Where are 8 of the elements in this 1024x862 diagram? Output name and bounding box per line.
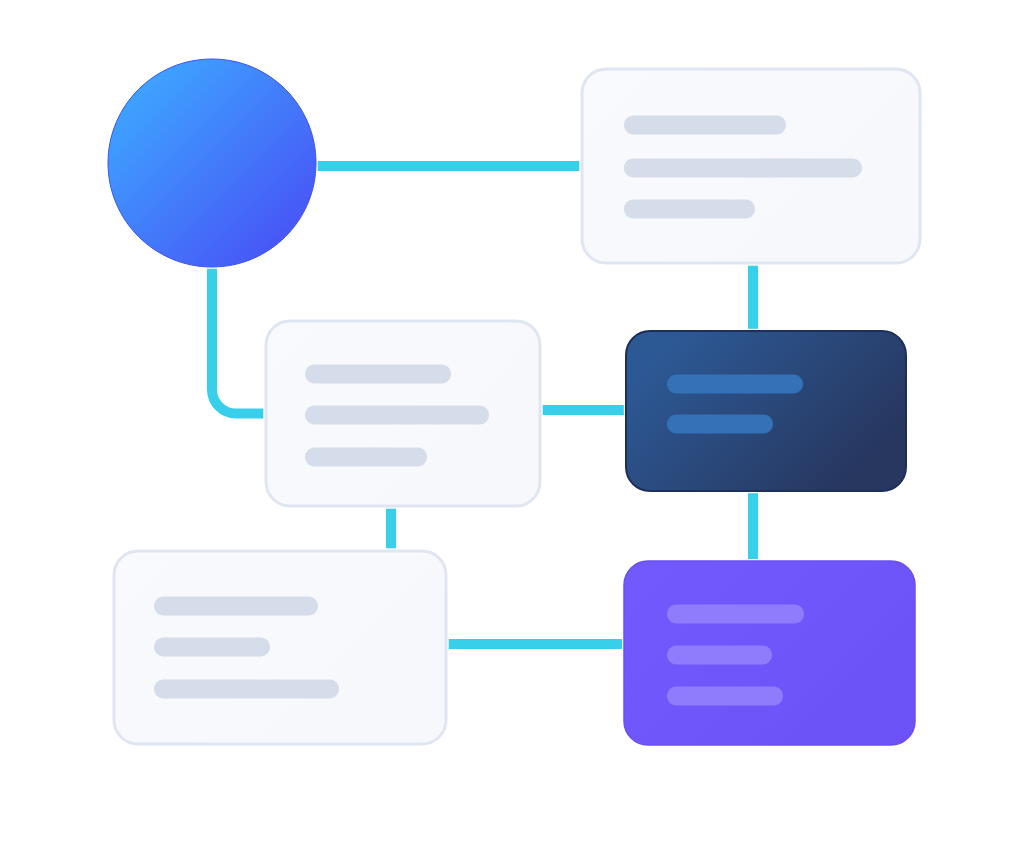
connector-line bbox=[748, 493, 758, 560]
connector-line bbox=[317, 161, 580, 171]
connector-line bbox=[207, 268, 264, 419]
connector-line bbox=[748, 265, 758, 329]
circle bbox=[107, 58, 317, 268]
connector-line bbox=[542, 405, 624, 415]
connector-line bbox=[386, 508, 396, 549]
connector-line bbox=[448, 639, 623, 649]
